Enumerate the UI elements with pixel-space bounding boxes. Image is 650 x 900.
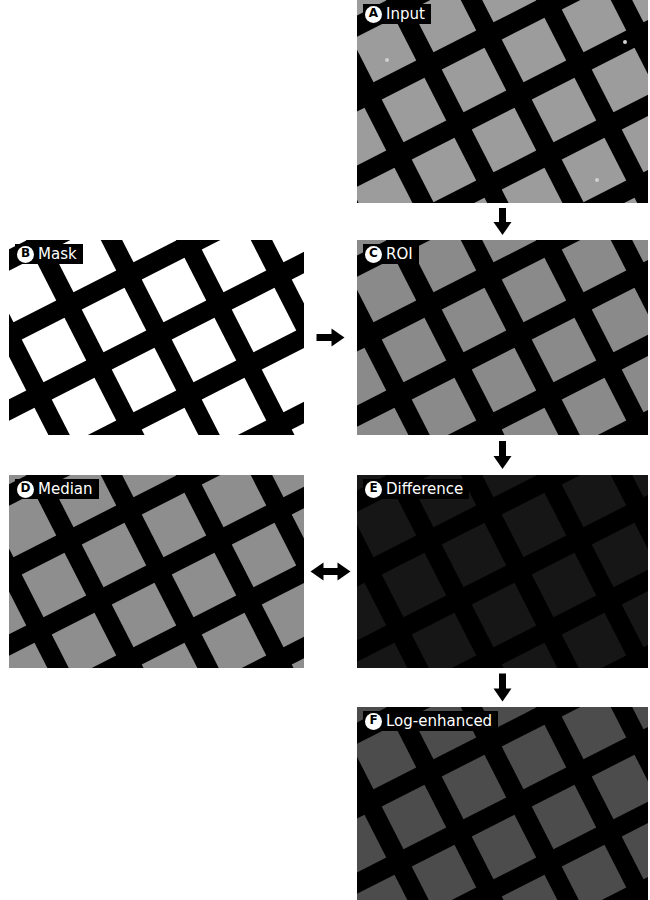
panel-image [357,240,648,435]
panel-title: Input [386,5,425,23]
median-panel: DMedian [9,475,304,668]
tile-grid [9,240,304,435]
flow-arrow [494,674,512,702]
panel-label: DMedian [15,479,99,499]
panel-label: BMask [15,244,83,264]
panel-letter: F [365,713,382,730]
panel-label: CROI [363,244,419,264]
panel-letter: B [17,246,34,263]
flow-arrow [494,208,512,235]
glint-dot [385,58,389,62]
panel-letter: E [365,481,382,498]
arrow-head [332,329,345,347]
panel-image [357,0,648,203]
panel-label: FLog-enhanced [363,711,498,731]
difference-panel: EDifference [357,475,648,668]
tile-grid [357,240,648,435]
panel-title: Median [38,480,93,498]
panel-letter: A [365,6,382,23]
panel-title: ROI [386,245,413,263]
panel-image [9,475,304,668]
tile-grid [357,707,648,900]
panel-letter: C [365,246,382,263]
log-panel: FLog-enhanced [357,707,648,900]
panel-title: Log-enhanced [386,712,492,730]
arrow-head [494,456,512,469]
arrow-head [494,222,512,235]
tile-grid [9,475,304,668]
arrow-head [494,689,512,702]
roi-panel: CROI [357,240,648,435]
panel-label: EDifference [363,479,469,499]
panel-label: AInput [363,4,431,24]
panel-image [9,240,304,435]
tile-grid [357,0,648,203]
arrow-head [311,563,324,581]
mask-panel: BMask [9,240,304,435]
panel-title: Mask [38,245,77,263]
panel-image [357,707,648,900]
glint-dot [595,178,599,182]
input-panel: AInput [357,0,648,203]
panel-letter: D [17,481,34,498]
glint-dot [623,40,627,44]
panel-image [357,475,648,668]
panel-title: Difference [386,480,463,498]
arrow-head [338,563,351,581]
flow-arrow [311,563,351,581]
tile-grid [357,475,648,668]
flow-arrow [317,329,345,347]
flow-arrow [494,441,512,469]
